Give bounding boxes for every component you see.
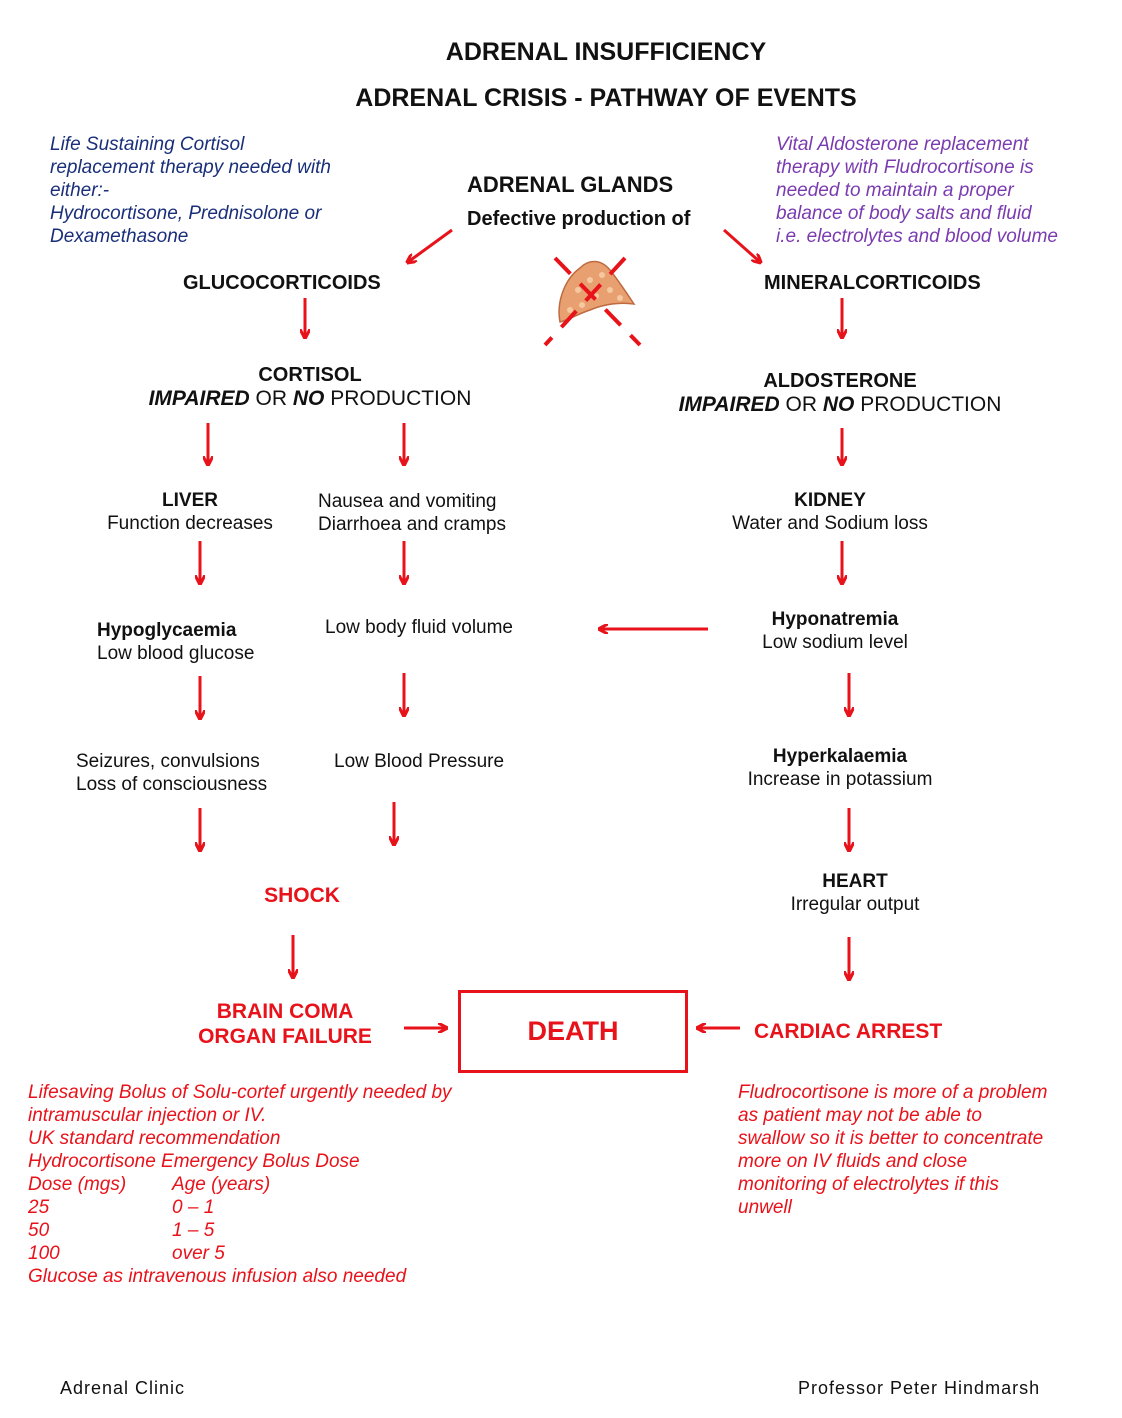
note-line: Hydrocortisone Emergency Bolus Dose (28, 1151, 360, 1172)
death-box: DEATH (458, 990, 688, 1073)
low-bp-node: Low Blood Pressure (334, 751, 505, 772)
aldosterone-therapy-note: Vital Aldosterone replacement therapy wi… (776, 133, 1116, 248)
hypoglycaemia-title: Hypoglycaemia (97, 620, 237, 641)
note-line: more on IV fluids and close (738, 1151, 968, 1172)
coma-line: BRAIN COMA (216, 1000, 354, 1023)
age-cell: 0 – 1 (172, 1197, 215, 1218)
note-line: swallow so it is better to concentrate (738, 1128, 1044, 1149)
aldosterone-node: ALDOSTERONE IMPAIRED OR NO PRODUCTION (650, 370, 1030, 416)
brain-coma-node: BRAIN COMA ORGAN FAILURE (180, 999, 390, 1049)
adrenal-glands-label: ADRENAL GLANDS (467, 172, 674, 197)
shock-node: SHOCK (264, 884, 340, 907)
fludrocortisone-note: Fludrocortisone is more of a problem as … (738, 1081, 1108, 1219)
or-word: OR (779, 393, 823, 416)
impaired-word: IMPAIRED (148, 387, 250, 410)
cortisol-therapy-note: Life Sustaining Cortisol replacement the… (50, 133, 380, 248)
production-word: PRODUCTION (324, 387, 472, 410)
age-cell: 1 – 5 (172, 1220, 215, 1241)
note-line: therapy with Fludrocortisone is (776, 157, 1034, 178)
dose-table-row: 50 1 – 5 (28, 1219, 508, 1242)
liver-node: LIVER Function decreases (90, 489, 290, 535)
note-line: either:- (50, 180, 110, 201)
seizures-line: Seizures, convulsions (76, 751, 260, 772)
no-word: NO (292, 387, 325, 410)
death-label: DEATH (527, 1016, 619, 1046)
arrow-to-mineralcorticoids (723, 228, 760, 262)
kidney-subtitle: Water and Sodium loss (732, 513, 928, 534)
hyponatremia-node: Hyponatremia Low sodium level (735, 608, 935, 654)
hypoglycaemia-subtitle: Low blood glucose (97, 643, 255, 664)
kidney-node: KIDNEY Water and Sodium loss (710, 489, 950, 535)
note-line: balance of body salts and fluid (776, 203, 1032, 224)
hypoglycaemia-node: Hypoglycaemia Low blood glucose (97, 619, 254, 665)
dose-cell: 25 (28, 1197, 50, 1218)
aldosterone-status: IMPAIRED OR NO PRODUCTION (650, 393, 1030, 416)
cardiac-arrest-node: CARDIAC ARREST (754, 1020, 943, 1043)
note-line: Fludrocortisone is more of a problem (738, 1082, 1048, 1103)
seizures-line: Loss of consciousness (76, 774, 268, 795)
note-line: Dexamethasone (50, 226, 189, 247)
dose-table-row: 100 over 5 (28, 1242, 508, 1265)
low-fluid-node: Low body fluid volume (325, 617, 513, 638)
dose-cell: 100 (28, 1243, 60, 1264)
dose-table-header: Dose (mgs) Age (years) (28, 1173, 508, 1196)
footer-author: Professor Peter Hindmarsh (798, 1378, 1041, 1398)
note-line: Life Sustaining Cortisol (50, 134, 245, 155)
note-line: Vital Aldosterone replacement (776, 134, 1029, 155)
kidney-title: KIDNEY (794, 490, 866, 511)
note-line: replacement therapy needed with (50, 157, 331, 178)
cortisol-title: CORTISOL (258, 364, 362, 386)
liver-subtitle: Function decreases (107, 513, 273, 534)
impaired-word: IMPAIRED (678, 393, 780, 416)
note-line: Glucose as intravenous infusion also nee… (28, 1266, 407, 1287)
note-line: UK standard recommendation (28, 1128, 281, 1149)
note-line: i.e. electrolytes and blood volume (776, 226, 1058, 247)
coma-line: ORGAN FAILURE (198, 1025, 372, 1048)
solu-cortef-note: Lifesaving Bolus of Solu-cortef urgently… (28, 1081, 508, 1288)
liver-title: LIVER (162, 490, 218, 511)
note-line: intramuscular injection or IV. (28, 1105, 267, 1126)
hyperkalaemia-node: Hyperkalaemia Increase in potassium (730, 745, 950, 791)
or-word: OR (249, 387, 293, 410)
glucocorticoids-node: GLUCOCORTICOIDS (183, 272, 381, 294)
note-line: monitoring of electrolytes if this (738, 1174, 999, 1195)
note-line: Lifesaving Bolus of Solu-cortef urgently… (28, 1082, 452, 1103)
nausea-node: Nausea and vomiting Diarrhoea and cramps (318, 490, 506, 536)
cortisol-node: CORTISOL IMPAIRED OR NO PRODUCTION (120, 364, 500, 410)
note-line: needed to maintain a proper (776, 180, 1014, 201)
cross-out-icon (543, 256, 642, 347)
age-cell: Age (years) (172, 1174, 271, 1195)
dose-table-row: 25 0 – 1 (28, 1196, 508, 1219)
note-line: as patient may not be able to (738, 1105, 982, 1126)
footer-clinic: Adrenal Clinic (60, 1378, 186, 1398)
heart-title: HEART (822, 871, 888, 892)
heart-node: HEART Irregular output (770, 870, 940, 916)
seizures-node: Seizures, convulsions Loss of consciousn… (76, 750, 267, 796)
aldosterone-title: ALDOSTERONE (763, 370, 917, 392)
page-subtitle: ADRENAL CRISIS - PATHWAY OF EVENTS (355, 84, 857, 112)
nausea-line: Nausea and vomiting (318, 491, 497, 512)
note-line: unwell (738, 1197, 792, 1218)
hyponatremia-subtitle: Low sodium level (762, 632, 908, 653)
nausea-line: Diarrhoea and cramps (318, 514, 506, 535)
arrow-to-glucocorticoids (408, 228, 453, 262)
cortisol-status: IMPAIRED OR NO PRODUCTION (120, 387, 500, 410)
dose-cell: 50 (28, 1220, 50, 1241)
hyperkalaemia-subtitle: Increase in potassium (747, 769, 933, 790)
page-title: ADRENAL INSUFFICIENCY (445, 38, 767, 66)
no-word: NO (822, 393, 855, 416)
hyperkalaemia-title: Hyperkalaemia (772, 746, 908, 767)
age-cell: over 5 (172, 1243, 225, 1264)
note-line: Hydrocortisone, Prednisolone or (50, 203, 322, 224)
production-word: PRODUCTION (854, 393, 1002, 416)
defective-production-label: Defective production of (467, 208, 691, 230)
heart-subtitle: Irregular output (790, 894, 920, 915)
dose-cell: Dose (mgs) (28, 1174, 127, 1195)
hyponatremia-title: Hyponatremia (771, 609, 899, 630)
mineralcorticoids-node: MINERALCORTICOIDS (764, 272, 981, 294)
